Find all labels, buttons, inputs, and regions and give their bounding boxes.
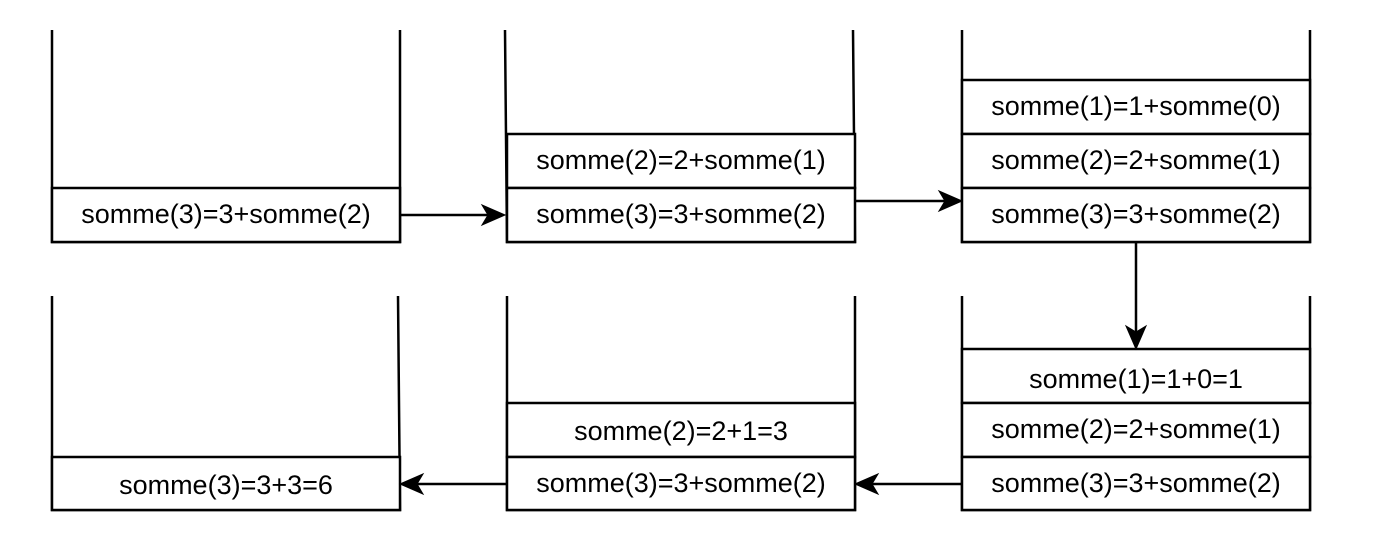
stack-frame: somme(2)=2+somme(1): [505, 132, 857, 190]
arrow-stack4-to-stack5: [853, 472, 962, 496]
frame-label: somme(1)=1+0=1: [1029, 364, 1243, 394]
frame-label: somme(3)=3+3=6: [119, 470, 333, 500]
stack-frame: somme(2)=2+somme(1): [960, 401, 1312, 459]
stack-1: somme(3)=3+somme(2): [50, 30, 402, 244]
stack-frame: somme(2)=2+somme(1): [960, 132, 1312, 190]
stack-3: somme(1)=1+somme(0) somme(2)=2+somme(1) …: [960, 30, 1312, 244]
stack-frame: somme(3)=3+somme(2): [960, 186, 1312, 244]
arrow-stack3-to-stack4: [1124, 242, 1148, 351]
frame-label: somme(2)=2+somme(1): [991, 145, 1281, 175]
stack-6: somme(3)=3+3=6: [50, 295, 402, 512]
stack-5: somme(2)=2+1=3 somme(3)=3+somme(2): [505, 296, 857, 512]
stack-frame: somme(3)=3+somme(2): [50, 186, 402, 244]
frame-label: somme(3)=3+somme(2): [991, 199, 1281, 229]
arrow-stack1-to-stack2: [400, 203, 507, 227]
frame-label: somme(2)=2+somme(1): [991, 414, 1281, 444]
stack-frame: somme(2)=2+1=3: [505, 401, 857, 459]
stack-frame: somme(3)=3+somme(2): [505, 455, 857, 512]
stack-frame: somme(3)=3+somme(2): [960, 455, 1312, 512]
stack-frame: somme(1)=1+somme(0): [960, 78, 1312, 136]
frame-label: somme(3)=3+somme(2): [991, 468, 1281, 498]
frame-label: somme(3)=3+somme(2): [81, 199, 371, 229]
arrow-stack5-to-stack6: [398, 472, 507, 496]
frame-label: somme(3)=3+somme(2): [536, 468, 826, 498]
stack-2: somme(2)=2+somme(1) somme(3)=3+somme(2): [503, 29, 857, 244]
frame-label: somme(2)=2+1=3: [574, 416, 788, 446]
frame-label: somme(2)=2+somme(1): [536, 145, 826, 175]
arrow-stack2-to-stack3: [855, 189, 964, 213]
stack-frame: somme(3)=3+somme(2): [505, 186, 857, 244]
stack-4: somme(1)=1+0=1 somme(2)=2+somme(1) somme…: [960, 296, 1312, 512]
frame-label: somme(1)=1+somme(0): [991, 91, 1281, 121]
stack-frame: somme(1)=1+0=1: [960, 347, 1312, 405]
frame-label: somme(3)=3+somme(2): [536, 199, 826, 229]
stack-frame: somme(3)=3+3=6: [50, 455, 402, 512]
